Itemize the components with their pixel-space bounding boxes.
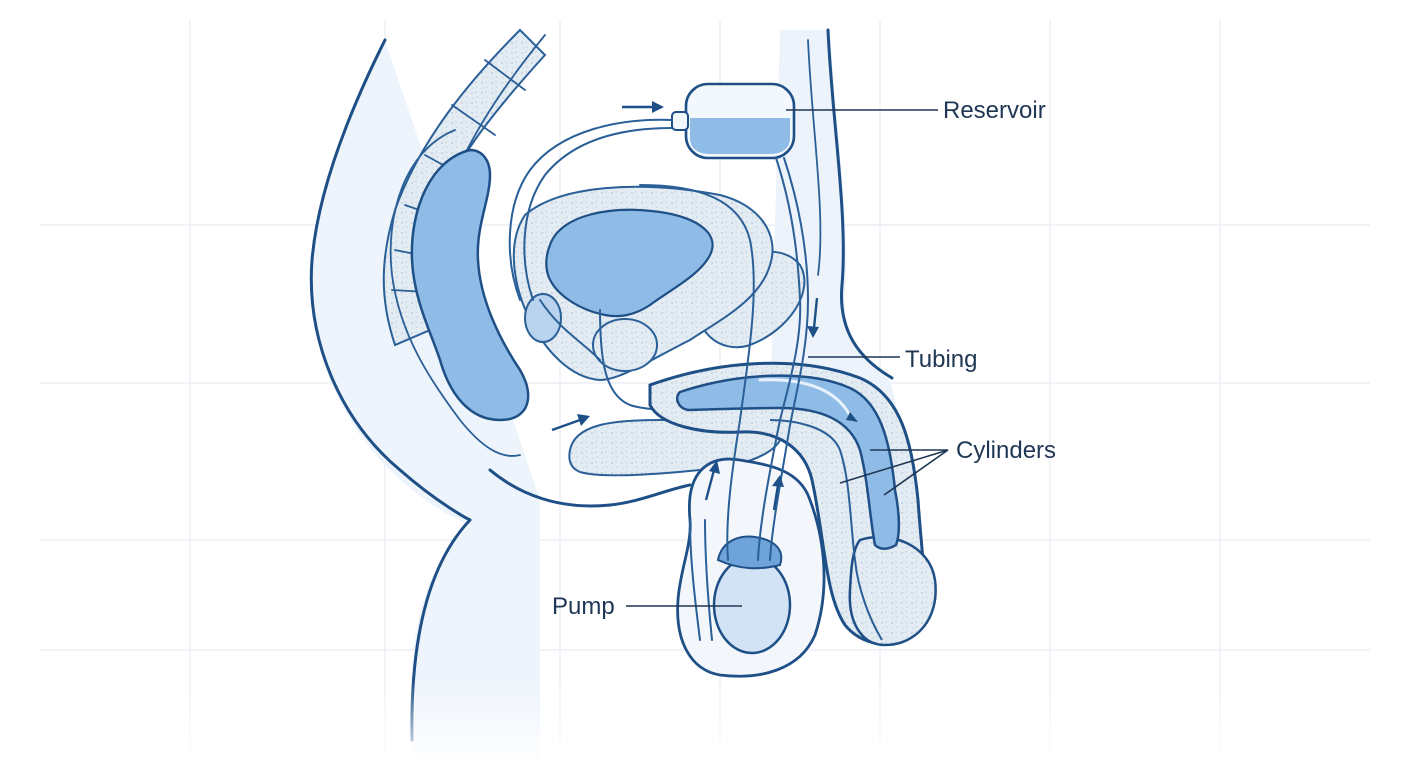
glans: [848, 535, 937, 647]
arrow-to-bulb: [551, 414, 590, 432]
rectum: [410, 148, 530, 422]
perineum: [488, 468, 692, 508]
callout-tubing: Tubing: [808, 346, 978, 373]
rectum-wall: [389, 129, 521, 457]
cylinder-highlight: [758, 378, 854, 422]
pump-label: Pump: [552, 593, 615, 620]
pump-bulb: [712, 555, 792, 655]
bottom-fade: [0, 680, 1408, 768]
tubing-label: Tubing: [905, 346, 978, 373]
callout-reservoir: Reservoir: [786, 97, 1046, 124]
cylinders-label: Cylinders: [956, 437, 1056, 464]
tubing: [508, 118, 810, 641]
reservoir-label: Reservoir: [943, 97, 1046, 124]
cylinder-left: [676, 374, 901, 550]
pump-cap: [716, 535, 783, 570]
body-back-outline: [309, 38, 472, 522]
prostate: [592, 318, 658, 372]
bladder: [545, 208, 714, 318]
abdomen-front-outline: [826, 28, 894, 380]
reservoir-fluid: [690, 118, 790, 154]
arrow-up-left-tube: [704, 460, 720, 501]
arrow-to-reservoir: [622, 101, 664, 113]
callout-pump: Pump: [552, 593, 742, 620]
arrow-up-right-tube: [772, 475, 784, 511]
callout-cylinders: Cylinders: [839, 437, 1056, 496]
arrow-in-cylinder: [846, 412, 858, 422]
abdominal-wall-inner: [807, 39, 822, 276]
reservoir-neck: [671, 111, 689, 131]
abdomen-front-fill: [770, 30, 900, 420]
arrow-down-tubing: [807, 297, 819, 338]
body-back-silhouette: [310, 40, 540, 760]
seminal-vesicle: [524, 293, 562, 343]
flow-arrows: [551, 101, 858, 511]
cylinder-right: [769, 419, 883, 641]
